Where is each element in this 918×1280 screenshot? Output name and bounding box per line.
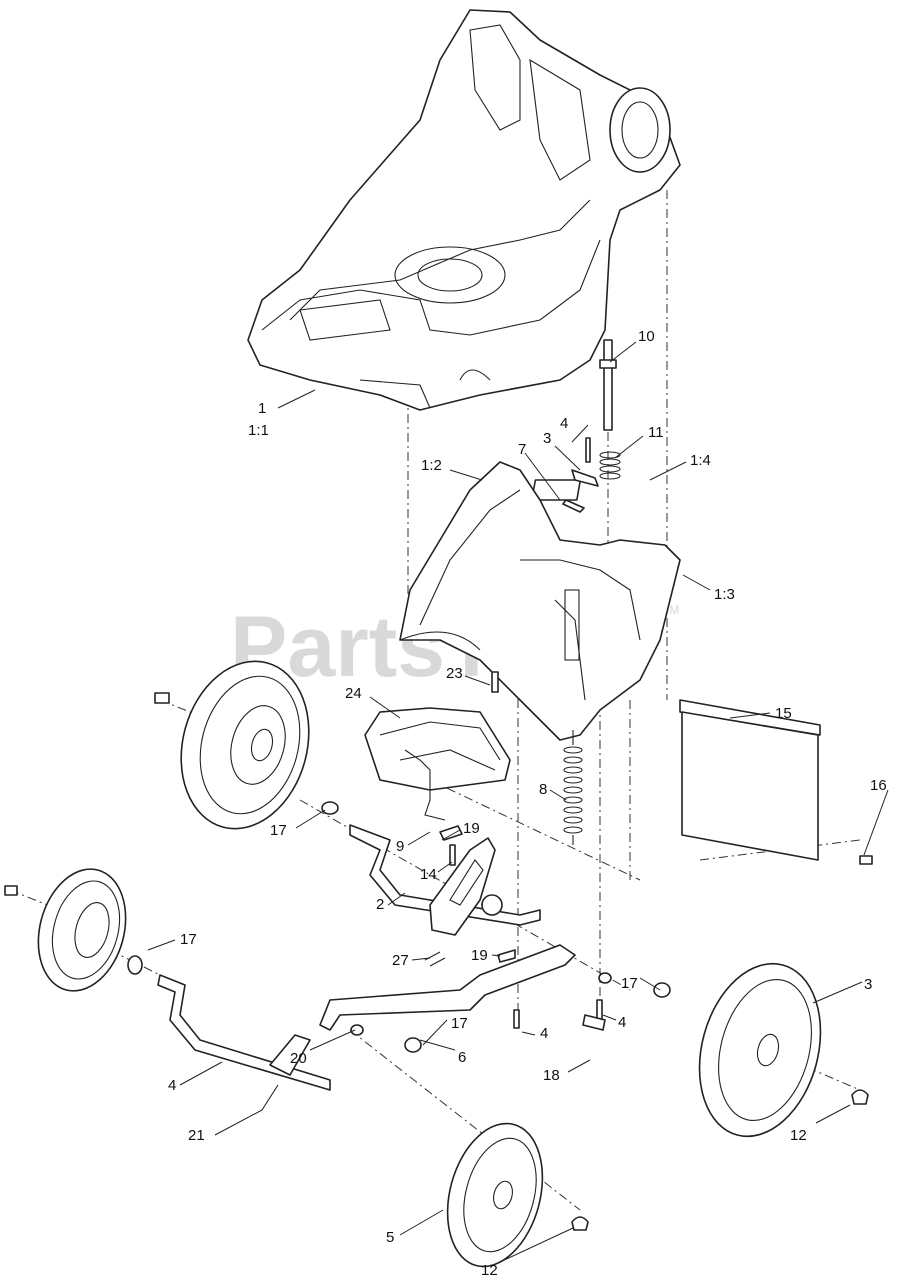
label-guard-left: 1:2	[421, 457, 442, 474]
label-spring-small: 27	[392, 952, 409, 969]
small-spring	[424, 951, 446, 967]
top-pin	[562, 499, 585, 513]
label-guard-screw: 1:3	[714, 586, 735, 603]
label-screw-lever: 14	[420, 866, 437, 883]
label-pin-top: 7	[518, 441, 526, 458]
rear-right-wheel	[698, 962, 822, 1138]
lower-right-bolt	[596, 999, 603, 1021]
label-wheel-rear-right: 3	[864, 976, 872, 993]
label-screw-flap: 16	[870, 777, 887, 794]
label-spring-top: 11	[648, 424, 664, 441]
label-clip-mid: 19	[463, 820, 480, 837]
label-housing: 1	[258, 400, 266, 417]
label-decal: 1:4	[690, 452, 711, 469]
label-handle-rod: 10	[638, 328, 655, 345]
label-hubcap-front: 12	[481, 1262, 498, 1279]
label-washer-front-left: 17	[180, 931, 197, 948]
rear-hubcap	[851, 1089, 869, 1105]
front-pin	[261, 1084, 279, 1111]
link-bar	[319, 944, 576, 1031]
rear-guard	[399, 461, 681, 741]
front-left-bolt	[4, 885, 18, 896]
front-axle	[157, 974, 331, 1091]
rear-left-wheel	[180, 660, 310, 830]
rear-left-bolt	[154, 692, 170, 704]
label-spring-long: 8	[539, 781, 547, 798]
long-spring	[563, 730, 583, 845]
grass-chute	[364, 707, 511, 791]
label-bolt-top: 4	[560, 415, 568, 432]
rear-axle	[349, 824, 541, 926]
label-flap: 15	[775, 705, 792, 722]
part-labels: 1 1:1 10 11 1:4 4 3 7 1:2 1:3 23 24 15 1…	[168, 328, 887, 1279]
label-bolt-lower-right: 4	[618, 1014, 626, 1031]
rear-flap	[679, 699, 821, 861]
label-pin-front: 21	[188, 1127, 205, 1144]
label-housing-ratio: 1:1	[248, 422, 269, 439]
washer-front-right	[404, 1037, 422, 1053]
leader-lines	[147, 341, 889, 1263]
handle-rod	[599, 339, 617, 431]
lower-pin	[582, 1014, 606, 1031]
washer-rear-mid	[598, 972, 612, 984]
lever-rod	[404, 749, 446, 821]
label-front-axle: 4	[168, 1077, 176, 1094]
front-right-wheel	[446, 1122, 544, 1268]
lever-screw	[449, 844, 456, 866]
label-rear-axle: 2	[376, 896, 384, 913]
label-hubcap-rear: 12	[790, 1127, 807, 1144]
label-lever-rod: 9	[396, 838, 404, 855]
lower-bolt	[513, 1009, 520, 1029]
washer-front-left	[127, 955, 143, 975]
label-link-bar: 6	[458, 1049, 466, 1066]
label-pin-lower: 18	[543, 1067, 560, 1084]
top-spring	[599, 451, 621, 480]
top-bracket	[571, 469, 599, 487]
label-screw-mid: 23	[446, 665, 463, 682]
label-wheel-front: 5	[386, 1229, 394, 1246]
front-axle-bracket	[269, 1034, 311, 1076]
label-washer-small: 20	[290, 1050, 307, 1067]
label-washer-rear-left: 17	[270, 822, 287, 839]
washer-small	[350, 1024, 364, 1036]
middle-clip	[439, 825, 463, 841]
front-hubcap	[571, 1216, 589, 1231]
top-bolt	[585, 437, 591, 463]
label-washer-front-right: 17	[451, 1015, 468, 1032]
lower-clip	[497, 949, 516, 963]
decal-plate	[531, 479, 582, 501]
height-adjuster	[429, 837, 503, 936]
label-bolt-lower: 4	[540, 1025, 548, 1042]
label-clip-lower: 19	[471, 947, 488, 964]
label-bracket-top: 3	[543, 430, 551, 447]
washer-rear-right	[653, 982, 671, 998]
label-chute: 24	[345, 685, 362, 702]
label-washer-rear-right: 17	[621, 975, 638, 992]
front-left-wheel	[37, 868, 127, 992]
mower-housing	[247, 9, 681, 411]
middle-screw	[491, 671, 499, 693]
washer-rear-left	[321, 801, 339, 815]
flap-screw	[859, 855, 873, 865]
